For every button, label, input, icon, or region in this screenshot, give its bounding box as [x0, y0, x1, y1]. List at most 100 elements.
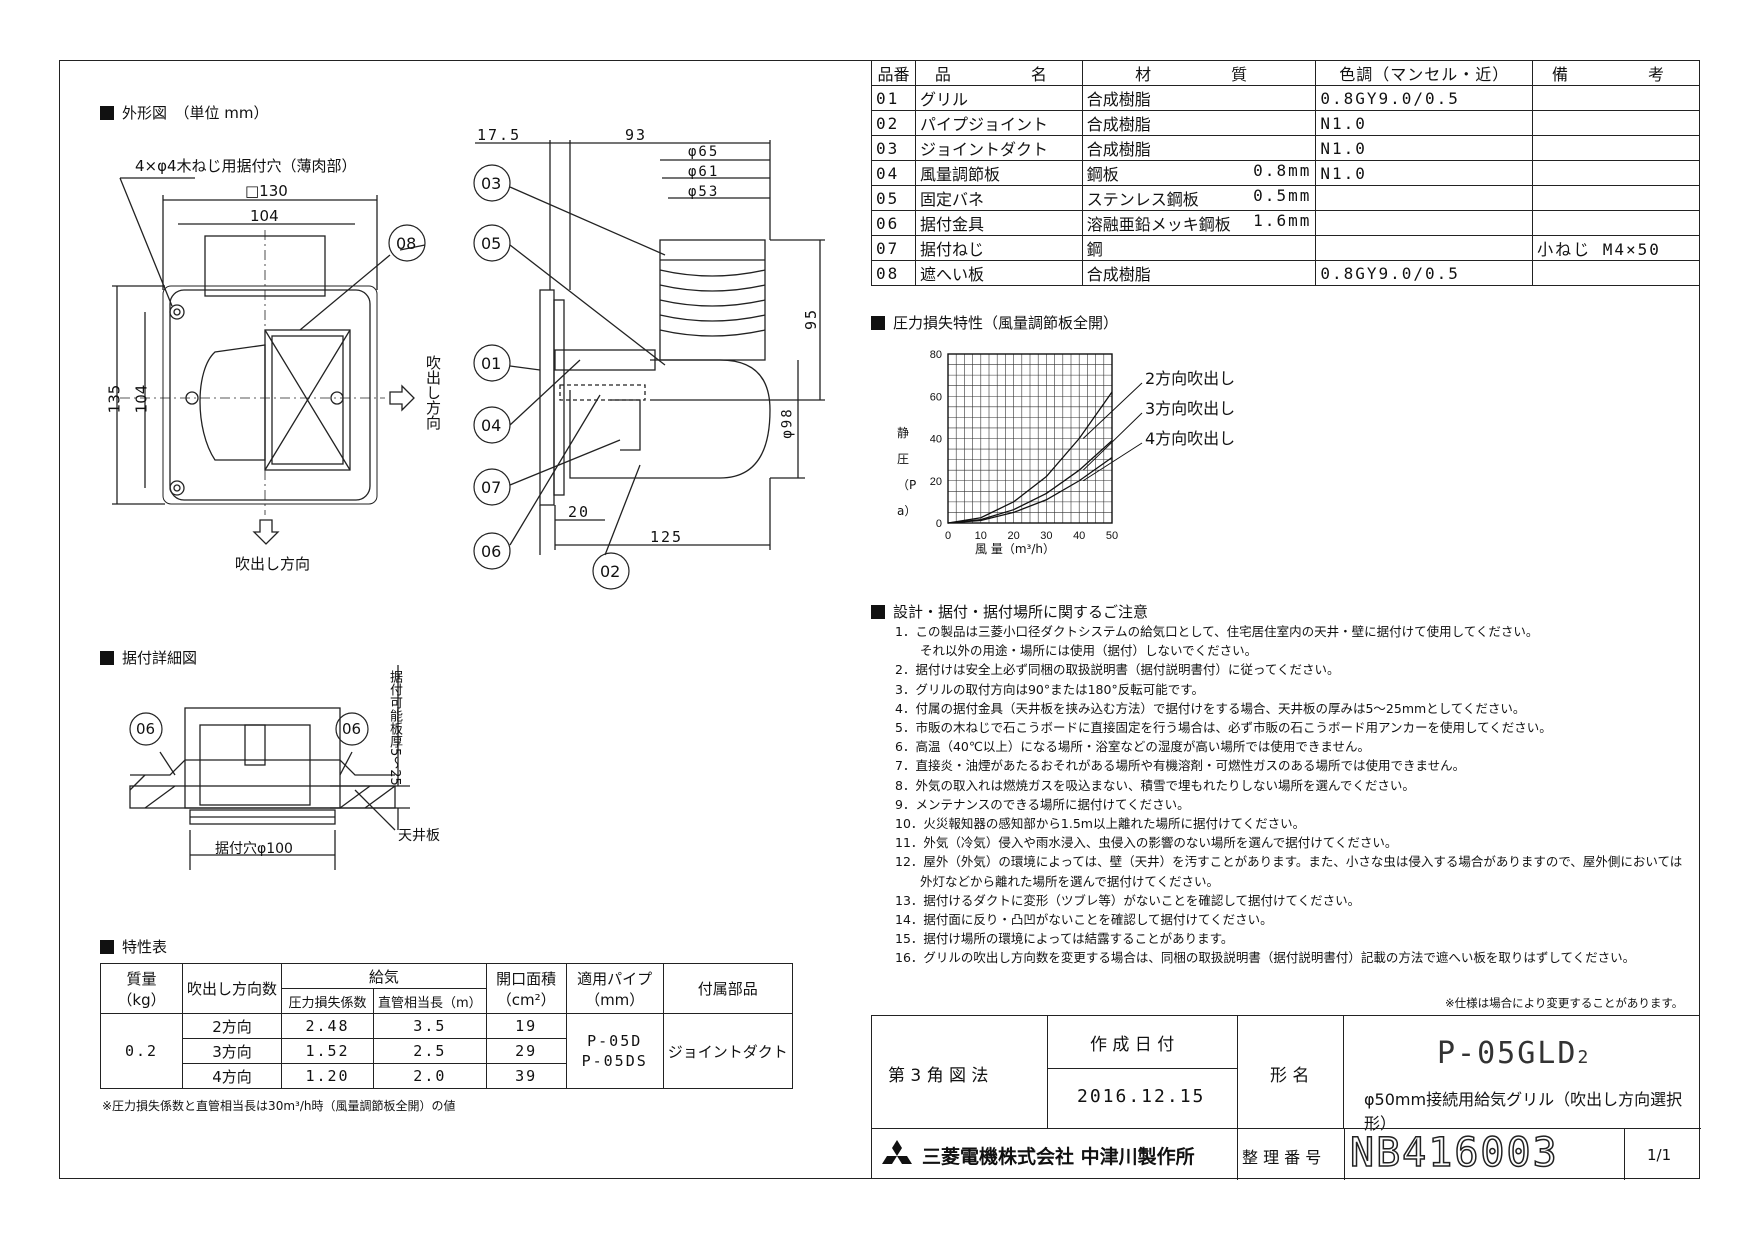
spec-loss: 1.20: [281, 1063, 375, 1089]
part-note: [1532, 135, 1700, 161]
spec-area: 29: [485, 1038, 567, 1064]
part-no: 06: [871, 210, 916, 236]
legend-2dir: 2方向吹出し: [1145, 369, 1236, 388]
note-line: 14．据付面に反り・凸凹がないことを確認して据付けてください。: [895, 912, 1273, 928]
part-name: 風量調節板: [914, 160, 1083, 186]
spec-loss: 2.48: [281, 1013, 375, 1039]
spec-loss: 1.52: [281, 1038, 375, 1064]
model-name: P-05GLD2: [1437, 1036, 1590, 1071]
tb-number-label-cell: [1237, 1128, 1345, 1180]
part-material: 合成樹脂: [1081, 85, 1317, 111]
spec-h-loss: 圧力損失係数: [281, 988, 375, 1014]
dim-93: 93: [625, 126, 648, 144]
part-color: N1.0: [1315, 160, 1534, 186]
spec-h-dir: 吹出し方向数: [181, 963, 283, 1014]
caution-notes: 1．この製品は三菱小口径ダクトシステムの給気口として、住宅居住室内の天井・壁に据…: [895, 622, 1682, 968]
bullet-square-icon: [871, 315, 885, 330]
x-tick-label: 10: [975, 530, 987, 542]
part-no: 08: [871, 260, 916, 286]
part-material: 合成樹脂: [1081, 135, 1317, 161]
date-label: 作 成 日 付: [1090, 1035, 1175, 1055]
x-tick-label: 40: [1073, 530, 1085, 542]
install-heading: 据付詳細図: [100, 647, 197, 668]
spec-h-pipe-text: 適用パイプ: [577, 969, 653, 988]
part-no: 04: [871, 160, 916, 186]
spec-heading: 特性表: [100, 936, 167, 957]
model-label: 形 名: [1270, 1066, 1310, 1086]
part-balloons: [129, 164, 630, 746]
screw-hole-label: 4×φ4木ねじ用据付穴（薄肉部）: [135, 157, 357, 175]
bullet-square-icon: [871, 604, 885, 619]
company-name: 三菱電機株式会社 中津川製作所: [922, 1145, 1195, 1168]
spec-h-mass: 質量（kg）: [100, 963, 183, 1014]
part-no: 02: [871, 110, 916, 136]
legend-leader-line: [1082, 412, 1143, 471]
part-note: [1532, 260, 1700, 286]
y-tick-label: 20: [930, 476, 942, 488]
spec-footnote: ※圧力損失係数と直管相当長は30m³/h時（風量調節板全開）の値: [102, 1099, 456, 1113]
y-tick-label: 60: [930, 391, 942, 403]
spec-dir: 2方向: [181, 1013, 283, 1039]
bullet-square-icon: [100, 105, 114, 120]
note-line: 11．外気（冷気）侵入や雨水浸入、虫侵入の影響のない場所を選んで据付けてください…: [895, 835, 1398, 851]
bullet-square-icon: [100, 939, 114, 954]
parts-header-row: 品番 品 名 材 質 色調（マンセル・近） 備 考: [871, 60, 1700, 86]
series-line-3dir: [947, 440, 1113, 524]
y-tick-label: 0: [936, 518, 942, 530]
note-line: 10．火災報知器の感知部から1.5m以上離れた場所に据付けてください。: [895, 816, 1306, 832]
part-thickness: 0.5mm: [1253, 186, 1312, 205]
x-tick-label: 0: [945, 530, 951, 542]
install-heading-text: 据付詳細図: [122, 649, 198, 667]
spec-h-open-unit: （cm²）: [496, 990, 556, 1009]
note-line: 3．グリルの取付方向は90°または180°反転可能です。: [895, 681, 1204, 697]
install-view: [129, 665, 410, 870]
dim-20: 20: [568, 503, 591, 521]
tb-date-divider: [1047, 1068, 1237, 1069]
legend-leader-line: [1082, 382, 1143, 439]
outline-heading-text: 外形図 （単位 mm）: [122, 104, 269, 122]
spec-h-eq: 直管相当長（m）: [373, 988, 487, 1014]
note-line: 9．メンテナンスのできる場所に据付けてください。: [895, 796, 1190, 812]
spec-h-open-text: 開口面積: [496, 969, 557, 988]
spec-h-mass-text: 質量: [126, 969, 157, 988]
direction-right-label: 吹出し方向: [424, 355, 442, 430]
note-line: 15．据付け場所の環境によっては結露することがあります。: [895, 931, 1234, 947]
balloon-03: 03: [481, 174, 502, 193]
bullet-square-icon: [100, 650, 114, 665]
spec-h-pipe-unit: （mm）: [585, 990, 645, 1009]
model-name-sub: 2: [1577, 1047, 1591, 1068]
spec-h-pipe: 適用パイプ （mm）: [565, 963, 664, 1014]
part-material-text: 鋼: [1086, 240, 1103, 259]
legend-4dir: 4方向吹出し: [1145, 429, 1236, 448]
dim-phi53: φ53: [688, 184, 720, 200]
series-line-2dir: [947, 391, 1113, 524]
caution-heading-text: 設計・据付・据付場所に関するご注意: [893, 603, 1149, 621]
spec-pipe-1: P-05D: [587, 1032, 643, 1050]
spec-dir: 4方向: [181, 1063, 283, 1089]
spec-change-note: ※仕様は場合により変更することがあります。: [1445, 996, 1684, 1010]
number-label: 整 理 番 号: [1242, 1148, 1322, 1167]
part-name: グリル: [914, 85, 1083, 111]
part-name: 固定バネ: [914, 185, 1083, 211]
spec-table: 質量（kg） 吹出し方向数 給気 開口面積（cm²） 適用パイプ（mm） 付属部…: [100, 963, 793, 1089]
dim-sq130: □130: [245, 182, 288, 200]
board-thickness-label: 据付可能板厚5～25: [387, 670, 402, 786]
part-name: 遮へい板: [914, 260, 1083, 286]
note-line: 1．この製品は三菱小口径ダクトシステムの給気口として、住宅居住室内の天井・壁に据…: [895, 624, 1539, 639]
pressure-heading-text: 圧力損失特性（風量調節板全開）: [893, 314, 1119, 332]
title-block: 第 3 角 図 法 作 成 日 付 2016.12.15 形 名 P-05GLD…: [871, 1015, 1701, 1180]
spec-eq: 2.5: [373, 1038, 487, 1064]
tb-projection-cell: [872, 1016, 1048, 1128]
tb-page-divider: [1624, 1128, 1625, 1180]
outline-heading: 外形図 （単位 mm）: [100, 102, 269, 123]
note-line: 12．屋外（外気）の環境によっては、壁（天井）を汚すことがあります。また、小さな…: [895, 854, 1683, 870]
legend-leader-line: [1082, 442, 1143, 482]
projection-label: 第 3 角 図 法: [888, 1066, 989, 1086]
part-name: 据付金具: [914, 210, 1083, 236]
